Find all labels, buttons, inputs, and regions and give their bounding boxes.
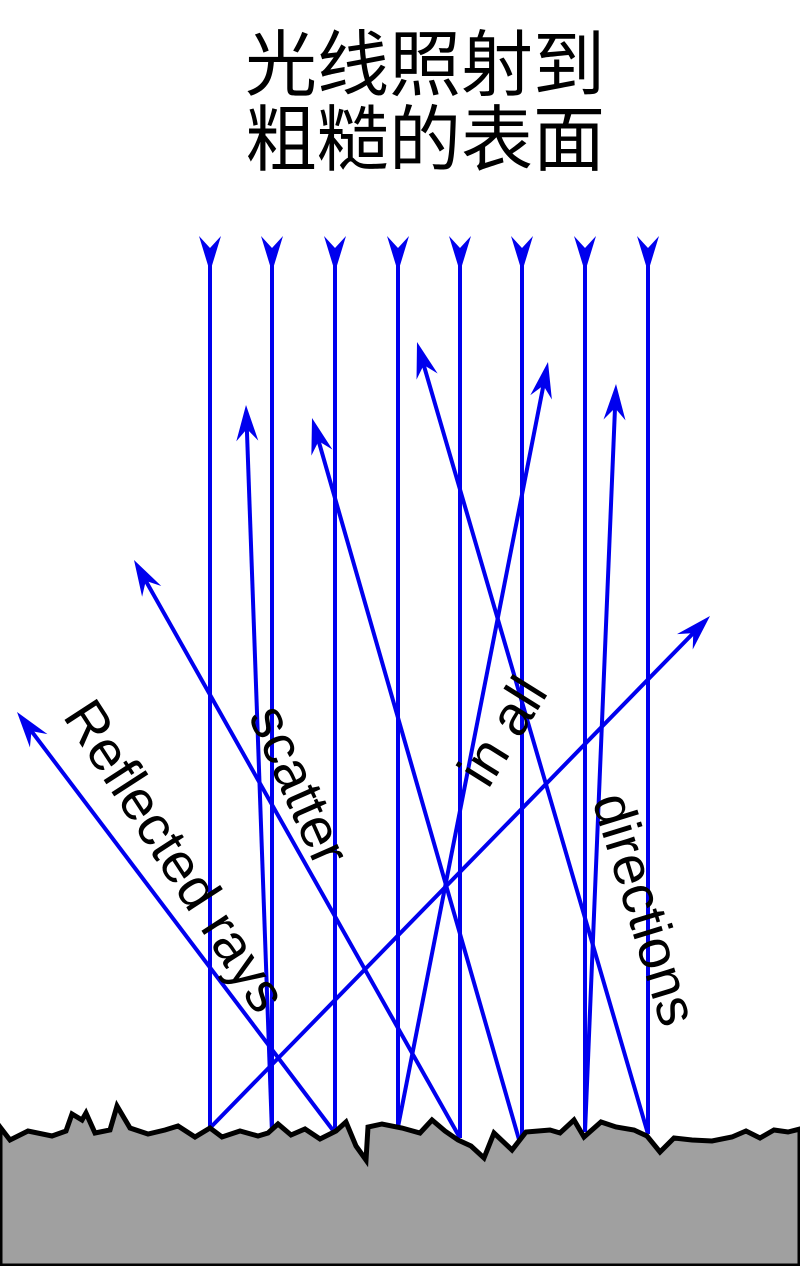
incident-ray <box>387 170 409 1127</box>
incident-ray <box>261 170 283 1133</box>
label-directions: directions <box>581 785 711 1033</box>
reflected-ray <box>17 712 337 1135</box>
label-scatter: scatter <box>237 695 363 874</box>
reflected-ray <box>416 342 650 1135</box>
reflected-ray <box>311 418 524 1151</box>
incident-ray <box>199 170 221 1128</box>
reflected-ray <box>236 405 274 1134</box>
reflected-ray <box>583 384 626 1133</box>
incident-ray <box>511 170 533 1150</box>
reflected-ray <box>134 560 462 1139</box>
reflected-rays <box>17 342 710 1151</box>
incident-ray <box>574 170 596 1132</box>
title-line-1: 光线照射到 <box>245 23 605 107</box>
incident-ray <box>637 170 659 1134</box>
incident-ray <box>324 170 346 1133</box>
reflected-ray <box>396 362 552 1128</box>
rough-surface <box>0 1099 800 1266</box>
title-line-2: 粗糙的表面 <box>245 98 605 182</box>
incident-ray <box>449 170 471 1138</box>
reflected-ray <box>208 616 710 1130</box>
